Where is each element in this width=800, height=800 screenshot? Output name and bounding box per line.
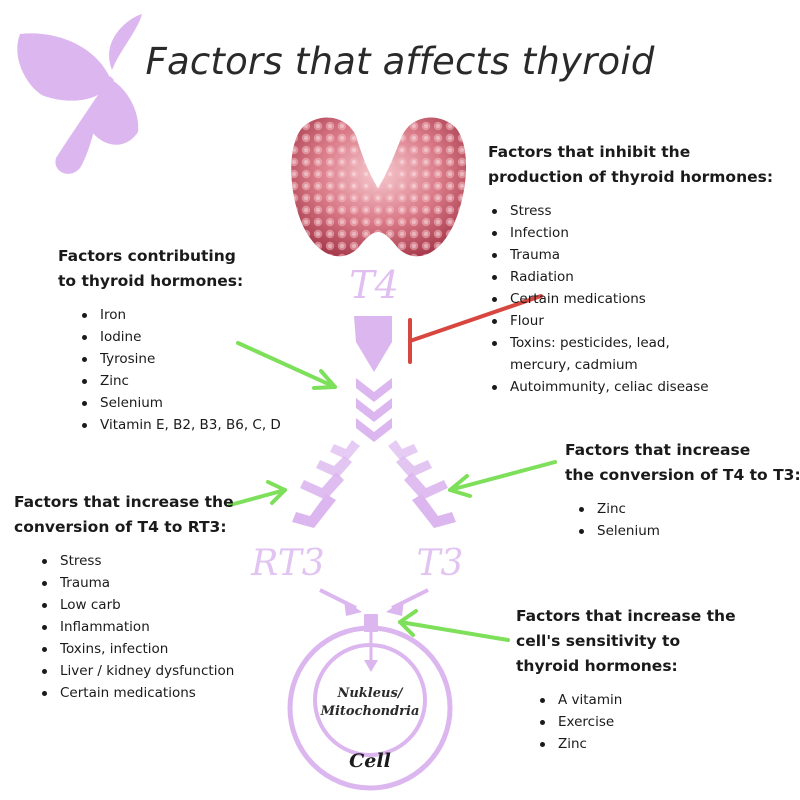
cell-membrane xyxy=(287,625,453,791)
list-item: Zinc xyxy=(78,370,281,392)
nucleus-membrane xyxy=(313,643,427,757)
left-branch-chevrons xyxy=(292,440,360,528)
page-title: Factors that affects thyroid xyxy=(145,40,655,83)
t4-label: T4 xyxy=(349,263,399,307)
list-item: Liver / kidney dysfunction xyxy=(38,660,234,682)
cell-diagram: Nukleus/ Mitochondria Cell xyxy=(287,625,453,791)
list-item: Iron xyxy=(78,304,281,326)
contributing-arrow xyxy=(236,341,337,390)
t4-to-t3-section: Factors that increase the conversion of … xyxy=(565,438,800,542)
t4-to-t3-list: Zinc Selenium xyxy=(575,498,800,542)
list-item: Flour xyxy=(488,310,773,332)
list-item: Stress xyxy=(488,200,773,222)
list-item: Selenium xyxy=(575,520,800,542)
list-item: Radiation xyxy=(488,266,773,288)
list-item: Zinc xyxy=(575,498,800,520)
inhibit-section: Factors that inhibit the production of t… xyxy=(488,140,773,398)
inhibit-line xyxy=(408,294,543,364)
contributing-section: Factors contributing to thyroid hormones… xyxy=(58,244,281,436)
list-item: Exercise xyxy=(536,711,736,733)
t4-to-rt3-section: Factors that increase the conversion of … xyxy=(14,490,234,704)
thyroid-gland-icon xyxy=(291,117,467,257)
rt3-conversion-arrow xyxy=(228,480,287,507)
list-item: Tyrosine xyxy=(78,348,281,370)
sensitivity-heading: Factors that increase the cell's sensiti… xyxy=(516,607,736,675)
list-item: Certain medications xyxy=(488,288,773,310)
cell-label: Cell xyxy=(349,750,391,772)
list-item: Trauma xyxy=(38,572,234,594)
list-item: Zinc xyxy=(536,733,736,755)
sensitivity-list: A vitamin Exercise Zinc xyxy=(536,689,736,755)
nucleus-label-line2: Mitochondria xyxy=(320,704,420,719)
list-item: Low carb xyxy=(38,594,234,616)
t4-to-rt3-list: Stress Trauma Low carb Inflammation Toxi… xyxy=(38,550,234,704)
t4-to-rt3-heading: Factors that increase the conversion of … xyxy=(14,493,234,536)
contributing-heading: Factors contributing to thyroid hormones… xyxy=(58,247,244,290)
list-item: Iodine xyxy=(78,326,281,348)
list-item: Trauma xyxy=(488,244,773,266)
inhibit-list: Stress Infection Trauma Radiation Certai… xyxy=(488,200,773,398)
list-item: Toxins, infection xyxy=(38,638,234,660)
rt3-label: RT3 xyxy=(250,543,324,584)
list-item: Stress xyxy=(38,550,234,572)
t4-arrow-head xyxy=(354,316,392,372)
sensitivity-section: Factors that increase the cell's sensiti… xyxy=(516,604,736,755)
list-item: Inflammation xyxy=(38,616,234,638)
list-item: A vitamin xyxy=(536,689,736,711)
t3-label: T3 xyxy=(417,543,464,584)
sensitivity-arrow xyxy=(398,609,510,642)
list-item: Toxins: pesticides, lead, xyxy=(488,332,773,354)
list-item: Autoimmunity, celiac disease xyxy=(488,376,773,398)
hormone-flow: T4 RT3 T3 xyxy=(250,263,463,672)
inhibit-heading: Factors that inhibit the production of t… xyxy=(488,143,774,186)
list-item: Vitamin E, B2, B3, B6, C, D xyxy=(78,414,281,436)
list-item-continuation: mercury, cadmium xyxy=(510,357,638,373)
right-branch-chevrons xyxy=(388,440,456,528)
contributing-list: Iron Iodine Tyrosine Zinc Selenium Vitam… xyxy=(78,304,281,436)
butterfly-icon xyxy=(17,14,142,174)
list-item: Selenium xyxy=(78,392,281,414)
chevron-stack xyxy=(356,378,392,442)
list-item: Infection xyxy=(488,222,773,244)
list-item: Certain medications xyxy=(38,682,234,704)
t3-conversion-arrow xyxy=(448,460,557,498)
t4-to-t3-heading: Factors that increase the conversion of … xyxy=(565,441,800,484)
nucleus-label-line1: Nukleus/ xyxy=(336,686,403,701)
